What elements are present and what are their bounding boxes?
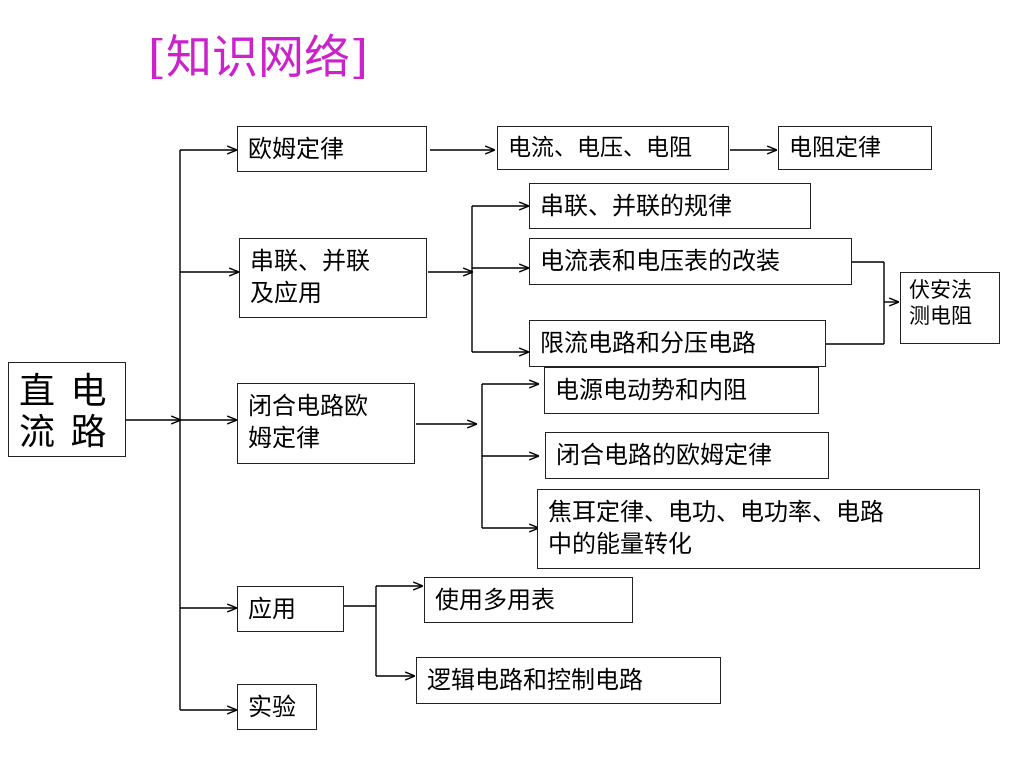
leaf-meter-conversion: 电流表和电压表的改装 [529,238,852,285]
leaf-line: 中的能量转化 [548,530,692,559]
page-title: [知识网络] [148,30,368,84]
leaf-voltammetry: 伏安法 测电阻 [900,272,1000,344]
leaf-series-rules: 串联、并联的规律 [529,183,811,229]
leaf-joule: 焦耳定律、电功、电功率、电路 中的能量转化 [537,489,980,569]
branch-line: 姆定律 [248,424,320,453]
branch-experiment: 实验 [237,684,317,730]
leaf-line: 测电阻 [909,304,972,329]
leaf-closed-ohm: 闭合电路的欧姆定律 [545,432,829,479]
leaf-multimeter: 使用多用表 [424,577,633,623]
leaf-limit-divider: 限流电路和分压电路 [529,320,826,367]
branch-closed-circuit: 闭合电路欧 姆定律 [237,383,415,464]
leaf-line: 焦耳定律、电功、电功率、电路 [548,498,884,526]
leaf-ohm-quantities: 电流、电压、电阻 [497,126,729,170]
leaf-logic-circuit: 逻辑电路和控制电路 [416,657,721,704]
leaf-line: 伏安法 [909,278,972,302]
branch-ohm-law: 欧姆定律 [237,126,427,172]
branch-application: 应用 [237,586,344,632]
root-line: 直 电 [19,371,109,412]
branch-line: 闭合电路欧 [248,392,368,420]
root-node-dc-circuit: 直 电 流 路 [8,362,126,457]
leaf-resistance-law: 电阻定律 [778,126,932,170]
branch-line: 串联、并联 [250,247,370,275]
branch-series-parallel: 串联、并联 及应用 [239,238,427,318]
branch-line: 及应用 [250,279,322,308]
leaf-emf-internal: 电源电动势和内阻 [544,367,819,414]
root-line: 流 路 [19,412,109,454]
